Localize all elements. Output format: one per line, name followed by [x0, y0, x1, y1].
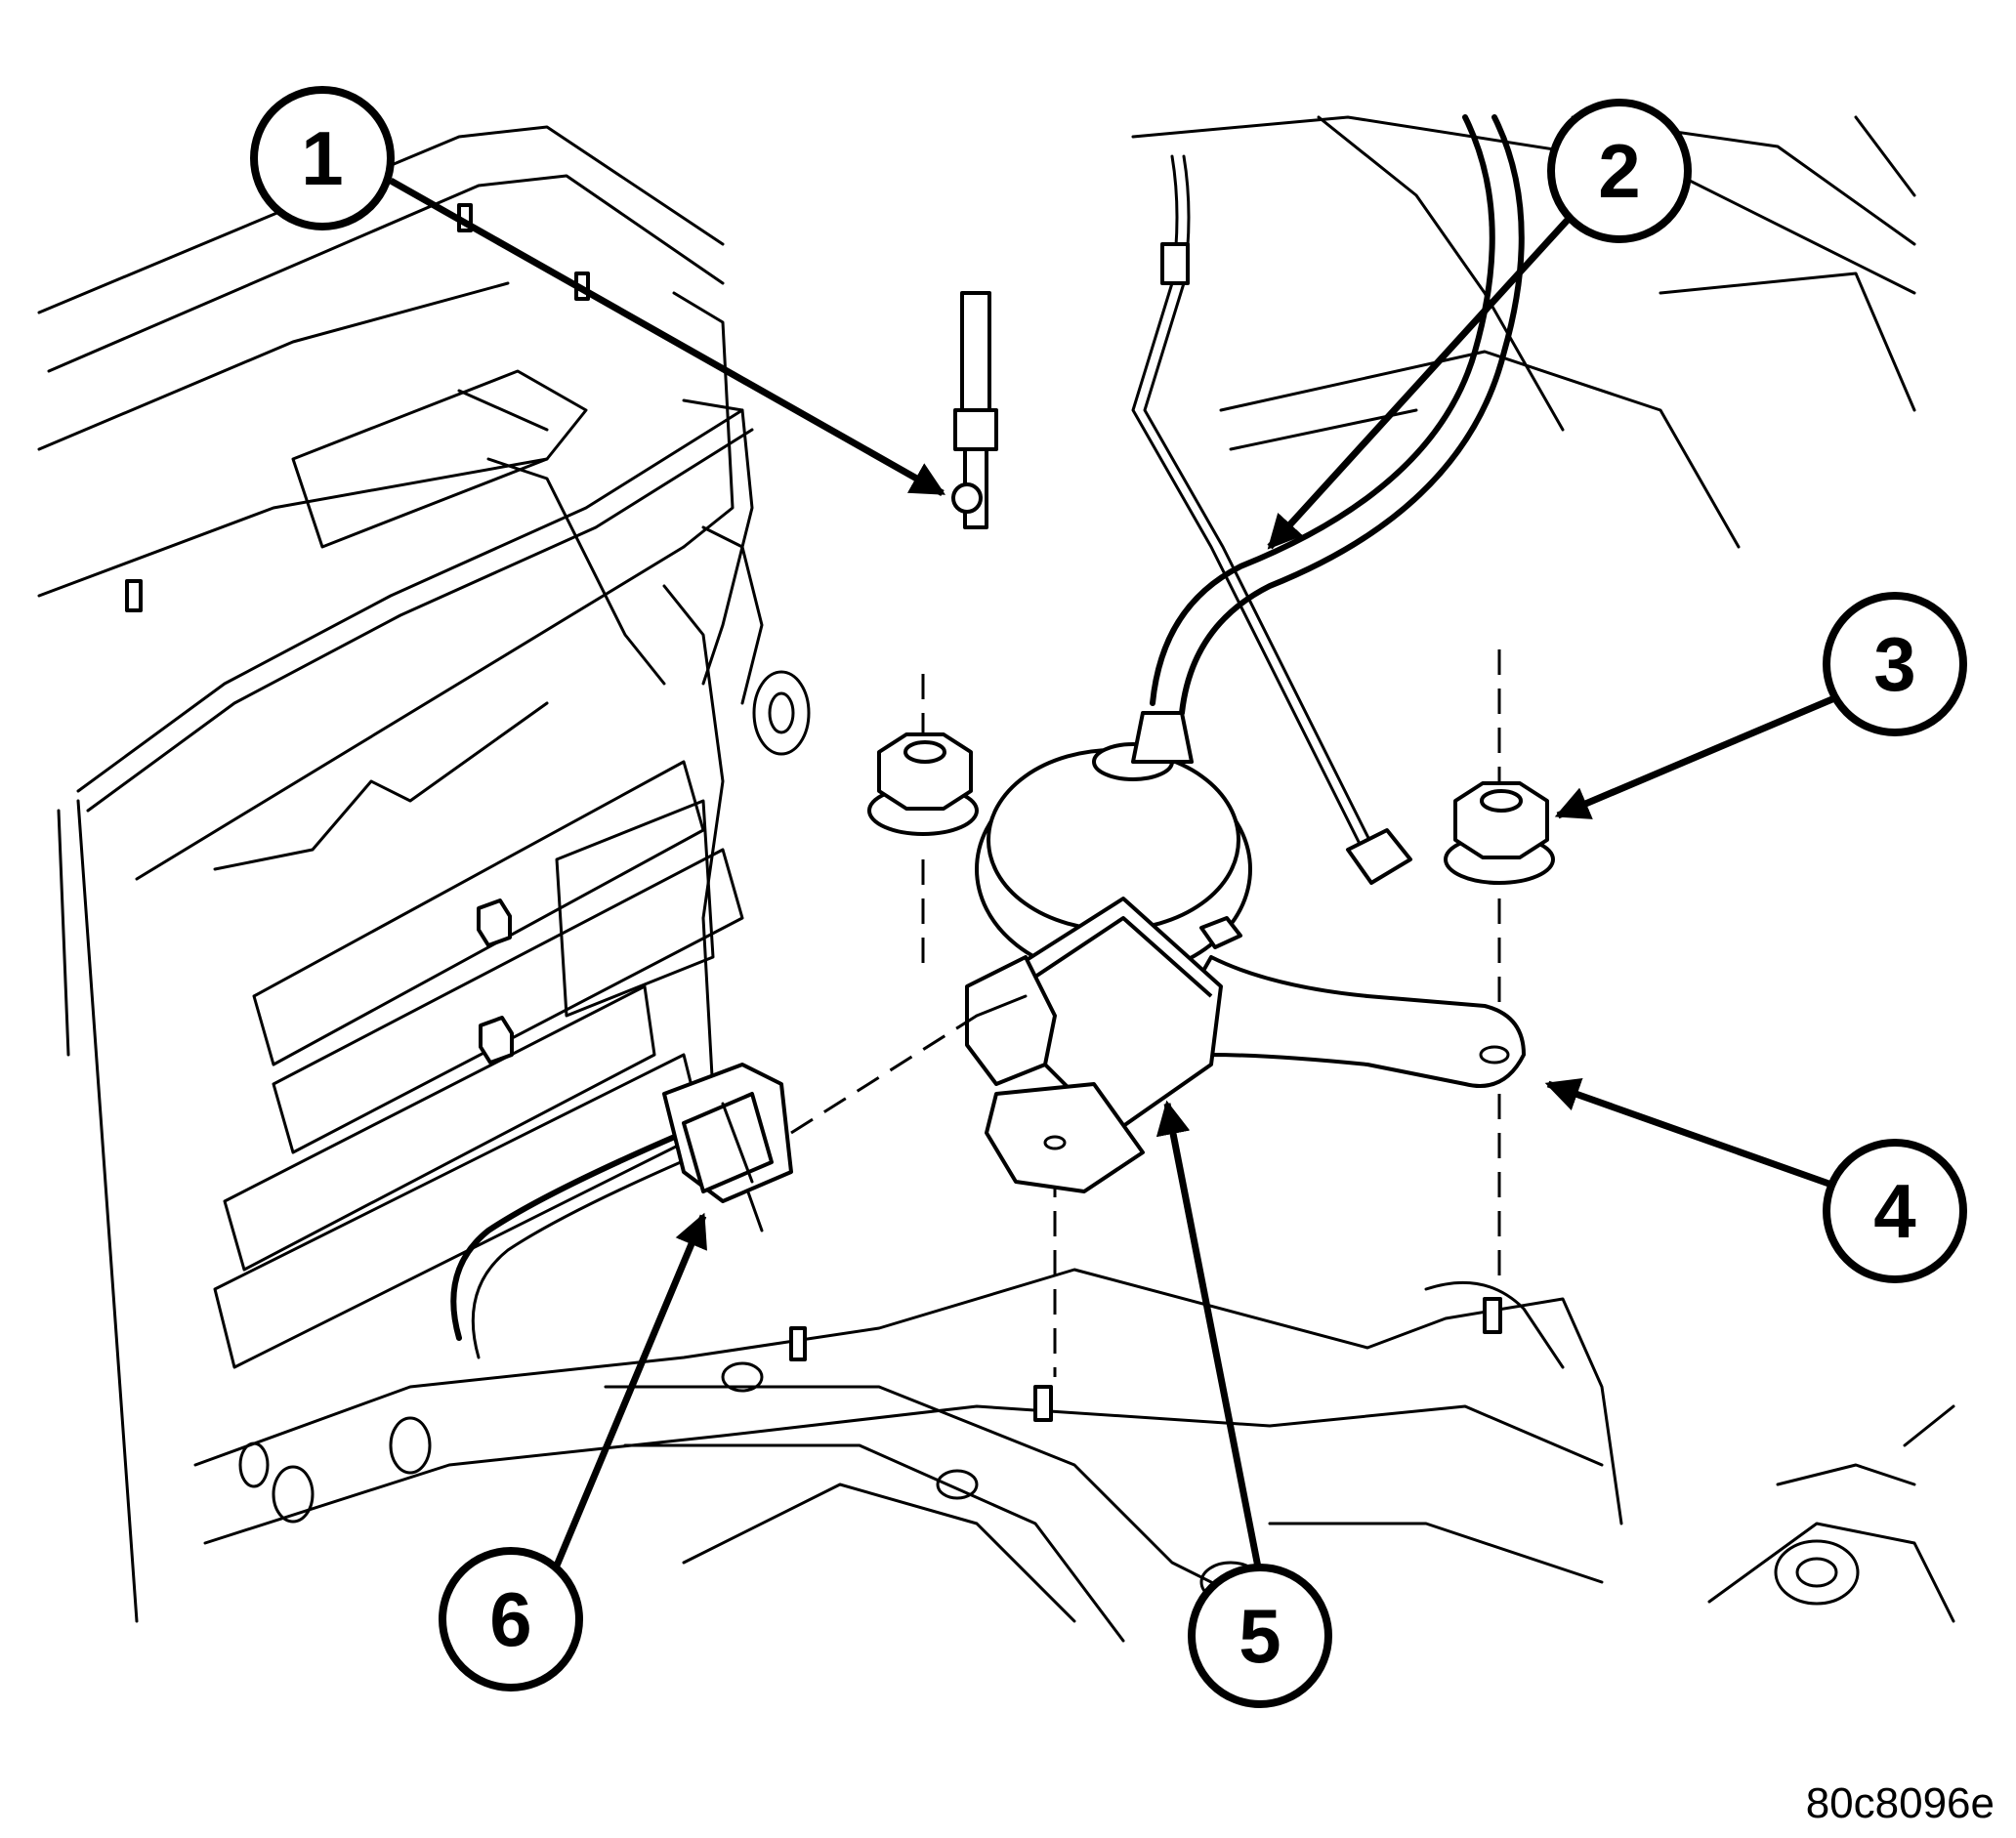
- callout-5-label: 5: [1239, 1593, 1281, 1679]
- callout-2-label: 2: [1598, 128, 1640, 214]
- fasteners: [867, 291, 1555, 1377]
- figure-id: 80c8096e: [1805, 1779, 1995, 1827]
- callout-6: 6: [439, 1547, 583, 1692]
- harness-connector: [662, 1014, 978, 1203]
- callout-4: 4: [1823, 1139, 1967, 1283]
- solenoid-assembly: [965, 711, 1526, 1193]
- callout-2: 2: [1547, 99, 1692, 243]
- flange-nut-left: [867, 732, 979, 836]
- frame-crossmember: [193, 1268, 1955, 1643]
- callout-4-label: 4: [1873, 1168, 1915, 1254]
- callout-5: 5: [1188, 1564, 1332, 1708]
- panel-studs: [125, 203, 590, 1065]
- leader-arrows: [389, 177, 1853, 1579]
- fender-structure: [1131, 115, 1916, 549]
- vacuum-hoses: [1131, 114, 1525, 885]
- flange-nut-right: [1444, 781, 1555, 885]
- callout-3-label: 3: [1873, 621, 1915, 707]
- callout-6-label: 6: [489, 1576, 531, 1662]
- callout-3: 3: [1823, 592, 1967, 736]
- callout-1-label: 1: [301, 115, 343, 201]
- callout-1: 1: [250, 86, 395, 230]
